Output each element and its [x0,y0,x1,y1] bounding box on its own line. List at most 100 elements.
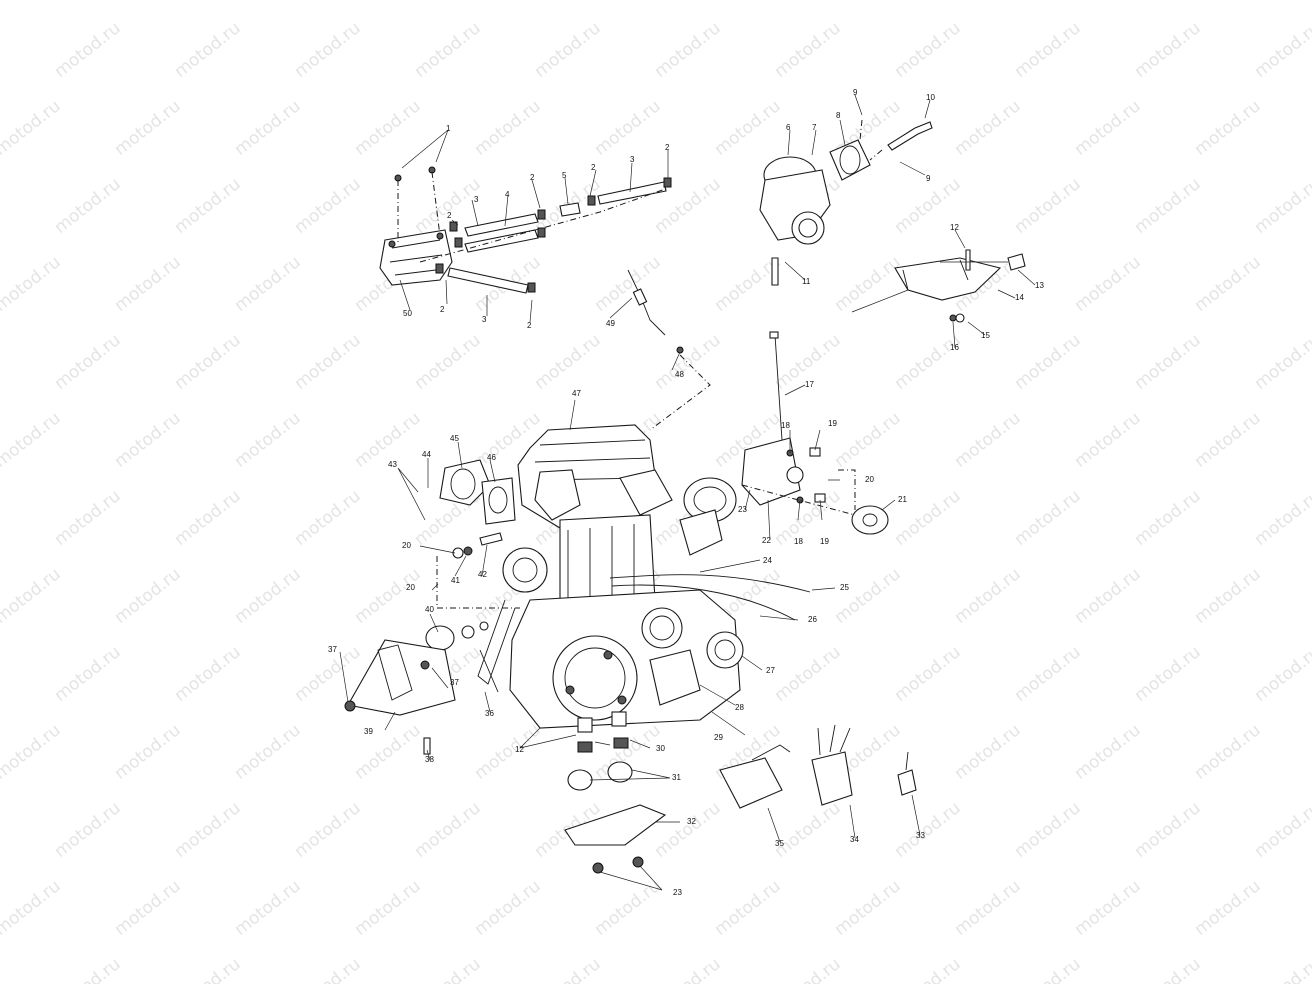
watermark-text: motod.ru [651,330,725,394]
callout-label-c46: 46 [487,453,496,462]
watermark-text: motod.ru [891,18,965,82]
callout-label-c11: 11 [802,277,811,286]
callout-label-c36: 36 [485,709,494,718]
callout-label-c8: 8 [836,111,841,120]
watermark-text: motod.ru [1011,18,1085,82]
watermark-text: motod.ru [1251,642,1312,706]
watermark-text: motod.ru [531,954,605,984]
watermark-text: motod.ru [291,18,365,82]
watermark-text: motod.ru [771,642,845,706]
callout-label-c44: 44 [422,450,431,459]
watermark-text: motod.ru [231,408,305,472]
watermark-text: motod.ru [951,0,1025,4]
watermark-text: motod.ru [171,174,245,238]
watermark-text: motod.ru [471,720,545,784]
watermark-text: motod.ru [291,798,365,862]
callout-label-c6: 6 [786,123,791,132]
callout-label-c45: 45 [450,434,459,443]
fuel-pump-assembly [379,166,453,286]
watermark-text: motod.ru [651,954,725,984]
watermark-text: motod.ru [711,876,785,940]
callout-label-c50: 50 [403,309,412,318]
callout-label-c2a: 2 [440,305,445,314]
watermark-text: motod.ru [711,0,785,4]
watermark-text: motod.ru [1011,486,1085,550]
watermark-text: motod.ru [891,954,965,984]
watermark-text: motod.ru [0,564,65,628]
watermark-text: motod.ru [531,18,605,82]
watermark-text: motod.ru [831,408,905,472]
callout-label-c35: 35 [775,839,784,848]
callout-label-c37b: 37 [450,678,459,687]
watermark-text: motod.ru [171,486,245,550]
bottom-mounts [564,737,667,874]
watermark-text: motod.ru [1251,18,1312,82]
watermark-text: motod.ru [771,954,845,984]
watermark-text: motod.ru [111,96,185,160]
callout-label-c34: 34 [850,835,859,844]
watermark-text: motod.ru [51,954,125,984]
callout-label-c21: 21 [898,495,907,504]
watermark-text: motod.ru [0,18,5,82]
watermark-text: motod.ru [591,0,665,4]
watermark-text: motod.ru [0,330,5,394]
watermark-text: motod.ru [1071,252,1145,316]
callout-label-c10: 10 [926,93,935,102]
callout-label-c18b: 18 [794,537,803,546]
callout-label-c3a: 3 [482,315,487,324]
watermark-text: motod.ru [951,564,1025,628]
watermark-text: motod.ru [111,876,185,940]
watermark-text: motod.ru [1131,954,1205,984]
callout-label-c33: 33 [916,831,925,840]
watermark-text: motod.ru [1251,954,1312,984]
watermark-text: motod.ru [1191,720,1265,784]
watermark-text: motod.ru [291,954,365,984]
watermark-text: motod.ru [471,0,545,4]
callout-label-c23a: 23 [738,505,747,514]
callout-label-c2f: 2 [665,143,670,152]
callout-label-c9a: 9 [853,88,858,97]
watermark-text: motod.ru [171,954,245,984]
watermark-text: motod.ru [1011,330,1085,394]
callout-label-c37a: 37 [328,645,337,654]
watermark-text: motod.ru [1131,798,1205,862]
watermark-text: motod.ru [651,798,725,862]
callout-label-c23b: 23 [673,888,682,897]
callout-label-c5: 5 [562,171,567,180]
left-mount-assembly [344,532,548,755]
watermark-text: motod.ru [1191,96,1265,160]
callout-label-c4: 4 [505,190,510,199]
watermark-text: motod.ru [1071,876,1145,940]
watermark-text: motod.ru [711,96,785,160]
watermark-text: motod.ru [891,330,965,394]
callout-label-c15: 15 [981,331,990,340]
engine-mounts [741,331,889,535]
watermark-text: motod.ru [51,798,125,862]
watermark-text: motod.ru [351,876,425,940]
callout-label-c14: 14 [1015,293,1024,302]
watermark-text: motod.ru [231,0,305,4]
callout-label-c1: 1 [446,124,451,133]
intake-boots [439,459,737,556]
callout-label-c24: 24 [763,556,772,565]
callout-leaders [339,94,1036,891]
watermark-text: motod.ru [411,18,485,82]
callout-label-c12a: 12 [950,223,959,232]
callout-label-c13: 13 [1035,281,1044,290]
watermark-text: motod.ru [51,174,125,238]
callout-label-c48: 48 [675,370,684,379]
callout-label-c47: 47 [572,389,581,398]
callout-label-c20a: 20 [865,475,874,484]
watermark-text: motod.ru [951,96,1025,160]
callout-label-c29: 29 [714,733,723,742]
callout-label-c43: 43 [388,460,397,469]
watermark-text: motod.ru [171,18,245,82]
callout-label-c9b: 9 [926,174,931,183]
callout-label-c30: 30 [656,744,665,753]
watermark-text: motod.ru [1071,0,1145,4]
watermark-text: motod.ru [831,0,905,4]
callout-label-c2c: 2 [447,211,452,220]
mount-bracket-assembly [851,249,1026,323]
watermark-text: motod.ru [891,798,965,862]
